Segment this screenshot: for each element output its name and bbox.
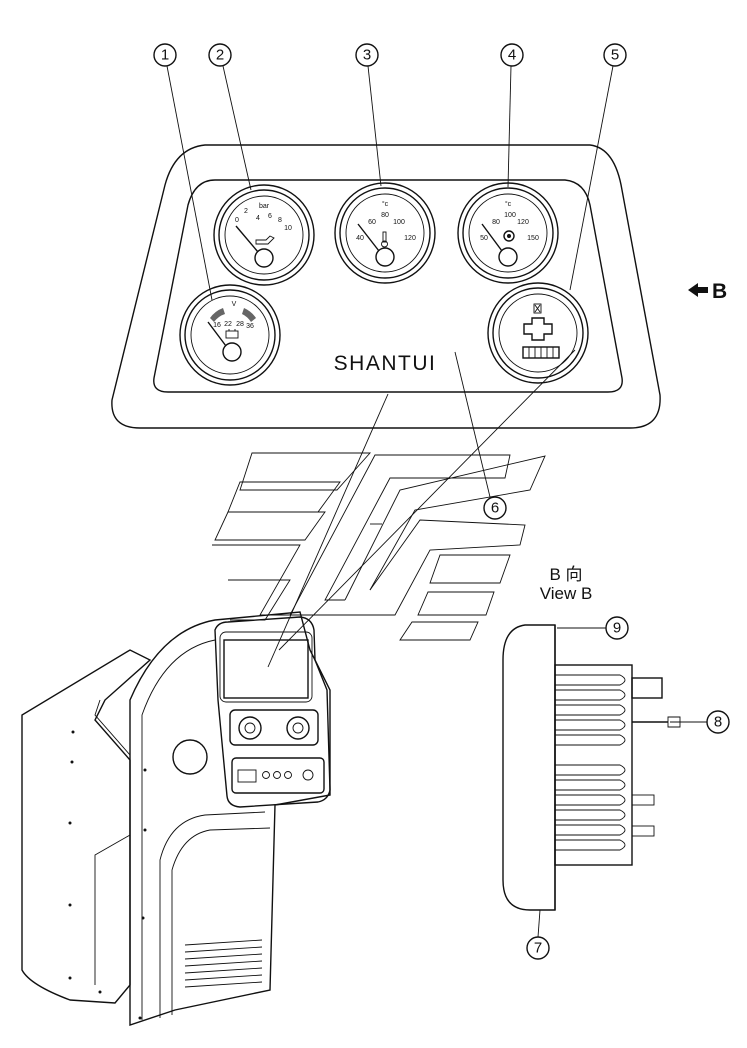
- svg-text:9: 9: [613, 620, 621, 637]
- svg-text:22: 22: [224, 321, 232, 328]
- voltmeter-unit: V: [232, 301, 237, 308]
- svg-text:150: 150: [527, 235, 539, 242]
- hourglass-icon: [533, 303, 542, 314]
- hour-meter-cross-symbol: [523, 317, 553, 341]
- svg-text:6: 6: [268, 213, 272, 220]
- svg-text:100: 100: [504, 212, 516, 219]
- voltmeter-red-zone: [210, 308, 225, 322]
- oil-temp-gauge: °c 50 80 100 120 150: [457, 182, 559, 284]
- svg-text:4: 4: [508, 47, 516, 64]
- transmission-icon: [503, 230, 515, 242]
- callout-4: 4: [500, 43, 524, 188]
- view-b-screw: [632, 716, 681, 728]
- callout-8: 8: [670, 710, 730, 734]
- view-b-caption-en: View B: [540, 584, 593, 603]
- svg-text:7: 7: [534, 940, 542, 957]
- svg-text:4: 4: [256, 215, 260, 222]
- svg-text:80: 80: [492, 219, 500, 226]
- direction-marker: B: [688, 280, 727, 303]
- voltmeter-high-zone: [242, 308, 256, 322]
- callout-6: 6: [454, 351, 507, 520]
- svg-text:2: 2: [216, 47, 224, 64]
- svg-text:40: 40: [356, 235, 364, 242]
- callout-3: 3: [355, 43, 382, 187]
- console-instrument-housing: [214, 616, 331, 808]
- svg-text:36: 36: [246, 323, 254, 330]
- callout-7: 7: [526, 909, 550, 960]
- callout-9: 9: [557, 616, 629, 640]
- svg-text:16: 16: [213, 322, 221, 329]
- view-b-fins: [555, 674, 626, 851]
- oil-temp-unit: °c: [505, 200, 512, 208]
- battery-icon: [225, 329, 239, 339]
- view-b-caption-zh: B 向: [549, 565, 582, 584]
- svg-text:0: 0: [235, 217, 239, 224]
- svg-text:50: 50: [480, 235, 488, 242]
- hour-meter-counter: [522, 346, 560, 359]
- svg-text:120: 120: [404, 235, 416, 242]
- hour-meter-gauge: [487, 282, 589, 384]
- direction-marker-label: B: [712, 280, 727, 303]
- callout-1: 1: [153, 43, 213, 301]
- svg-text:1: 1: [161, 47, 169, 64]
- voltmeter-gauge: V 16 22 28 36: [179, 284, 281, 386]
- svg-text:80: 80: [381, 212, 389, 219]
- svg-text:100: 100: [393, 219, 405, 226]
- svg-text:120: 120: [517, 219, 529, 226]
- svg-text:2: 2: [244, 208, 248, 215]
- view-b-side-view: [502, 624, 681, 911]
- svg-text:3: 3: [363, 47, 371, 64]
- oil-pressure-gauge: bar 0 2 4 6 8 10: [213, 184, 315, 286]
- water-temp-gauge: °c 40 60 80 100 120: [334, 182, 436, 284]
- brand-label: SHANTUI: [334, 352, 437, 375]
- svg-text:8: 8: [278, 217, 282, 224]
- thermometer-icon: [381, 231, 388, 248]
- svg-text:8: 8: [714, 714, 722, 731]
- oil-pressure-unit: bar: [259, 203, 270, 210]
- callout-5: 5: [569, 43, 627, 291]
- oil-can-icon: [255, 235, 275, 245]
- svg-text:60: 60: [368, 219, 376, 226]
- chevron-background: [212, 452, 546, 641]
- svg-text:10: 10: [284, 225, 292, 232]
- svg-text:5: 5: [611, 47, 619, 64]
- operator-console: [21, 611, 331, 1026]
- svg-text:6: 6: [491, 500, 499, 517]
- callout-2: 2: [208, 43, 252, 191]
- view-b-caption: B 向 View B: [540, 565, 593, 603]
- console-vent-grille: [184, 939, 263, 988]
- view-b-terminals: [631, 794, 655, 837]
- svg-text:28: 28: [236, 321, 244, 328]
- left-arrow-icon: [688, 283, 708, 297]
- water-temp-unit: °c: [382, 200, 389, 208]
